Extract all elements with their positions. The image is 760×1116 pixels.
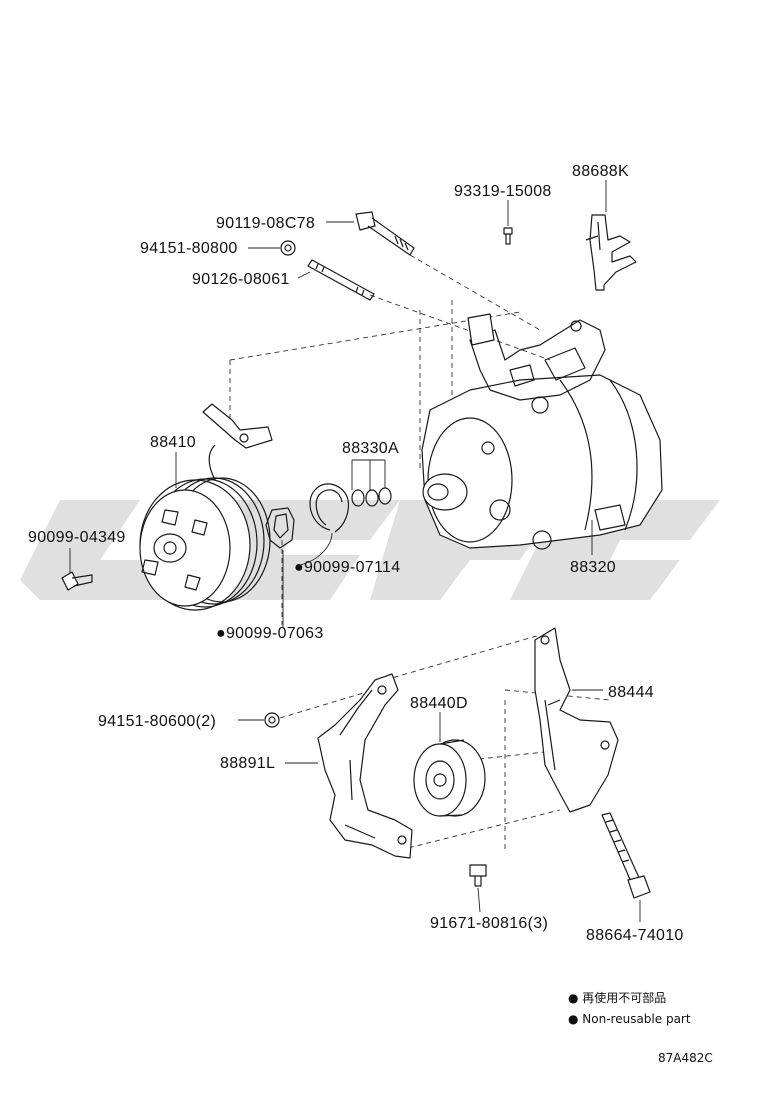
clutch-pulley-88410 (139, 403, 273, 611)
shims-88330a (351, 459, 392, 507)
label-93319-15008: 93319-15008 (454, 183, 552, 200)
bracket-88891l (317, 673, 413, 859)
part-labels: 88688K 93319-15008 90119-08C78 94151-808… (28, 163, 684, 944)
legend-non-reusable-jp: ● 再使用不可部品 (568, 990, 666, 1005)
label-90099-07063: ●90099-07063 (216, 625, 324, 642)
screw-93319 (503, 227, 513, 245)
label-88330a: 88330A (342, 440, 399, 457)
label-94151-80800: 94151-80800 (140, 240, 238, 257)
snap-ring-90099-07114 (309, 483, 350, 533)
legend: ● 再使用不可部品 ● Non-reusable part (568, 990, 691, 1026)
label-88410: 88410 (150, 434, 196, 451)
label-90099-04349: 90099-04349 (28, 529, 126, 546)
legend-non-reusable-en: ● Non-reusable part (568, 1012, 691, 1026)
label-88444: 88444 (608, 684, 654, 701)
compressor-88320 (421, 313, 663, 550)
label-88320: 88320 (570, 559, 616, 576)
leader-lines (69, 180, 641, 922)
label-88891l: 88891L (220, 755, 275, 772)
bolt-91671 (469, 864, 487, 887)
stud-90126 (307, 259, 375, 301)
clip-88688k (585, 214, 637, 291)
label-88440d: 88440D (410, 695, 468, 712)
label-94151-80600: 94151-80600(2) (98, 713, 216, 730)
gasket-90099-07063 (265, 507, 295, 549)
idler-pulley-88440d (413, 739, 486, 817)
label-91671-80816: 91671-80816(3) (430, 915, 548, 932)
illustration-code: 87A482C (658, 1051, 713, 1065)
label-90099-07114: ●90099-07114 (294, 559, 400, 576)
bracket-88444 (534, 627, 619, 813)
bolt-90119 (355, 211, 415, 256)
bolt-90099-04349 (61, 571, 93, 591)
nut-94151-80800 (280, 240, 296, 256)
label-88664-74010: 88664-74010 (586, 927, 684, 944)
label-88688k: 88688K (572, 163, 629, 180)
bolt-88664 (601, 812, 651, 899)
nut-94151-80600 (264, 712, 280, 728)
label-90119-08c78: 90119-08C78 (216, 215, 315, 232)
label-90126-08061: 90126-08061 (192, 271, 290, 288)
